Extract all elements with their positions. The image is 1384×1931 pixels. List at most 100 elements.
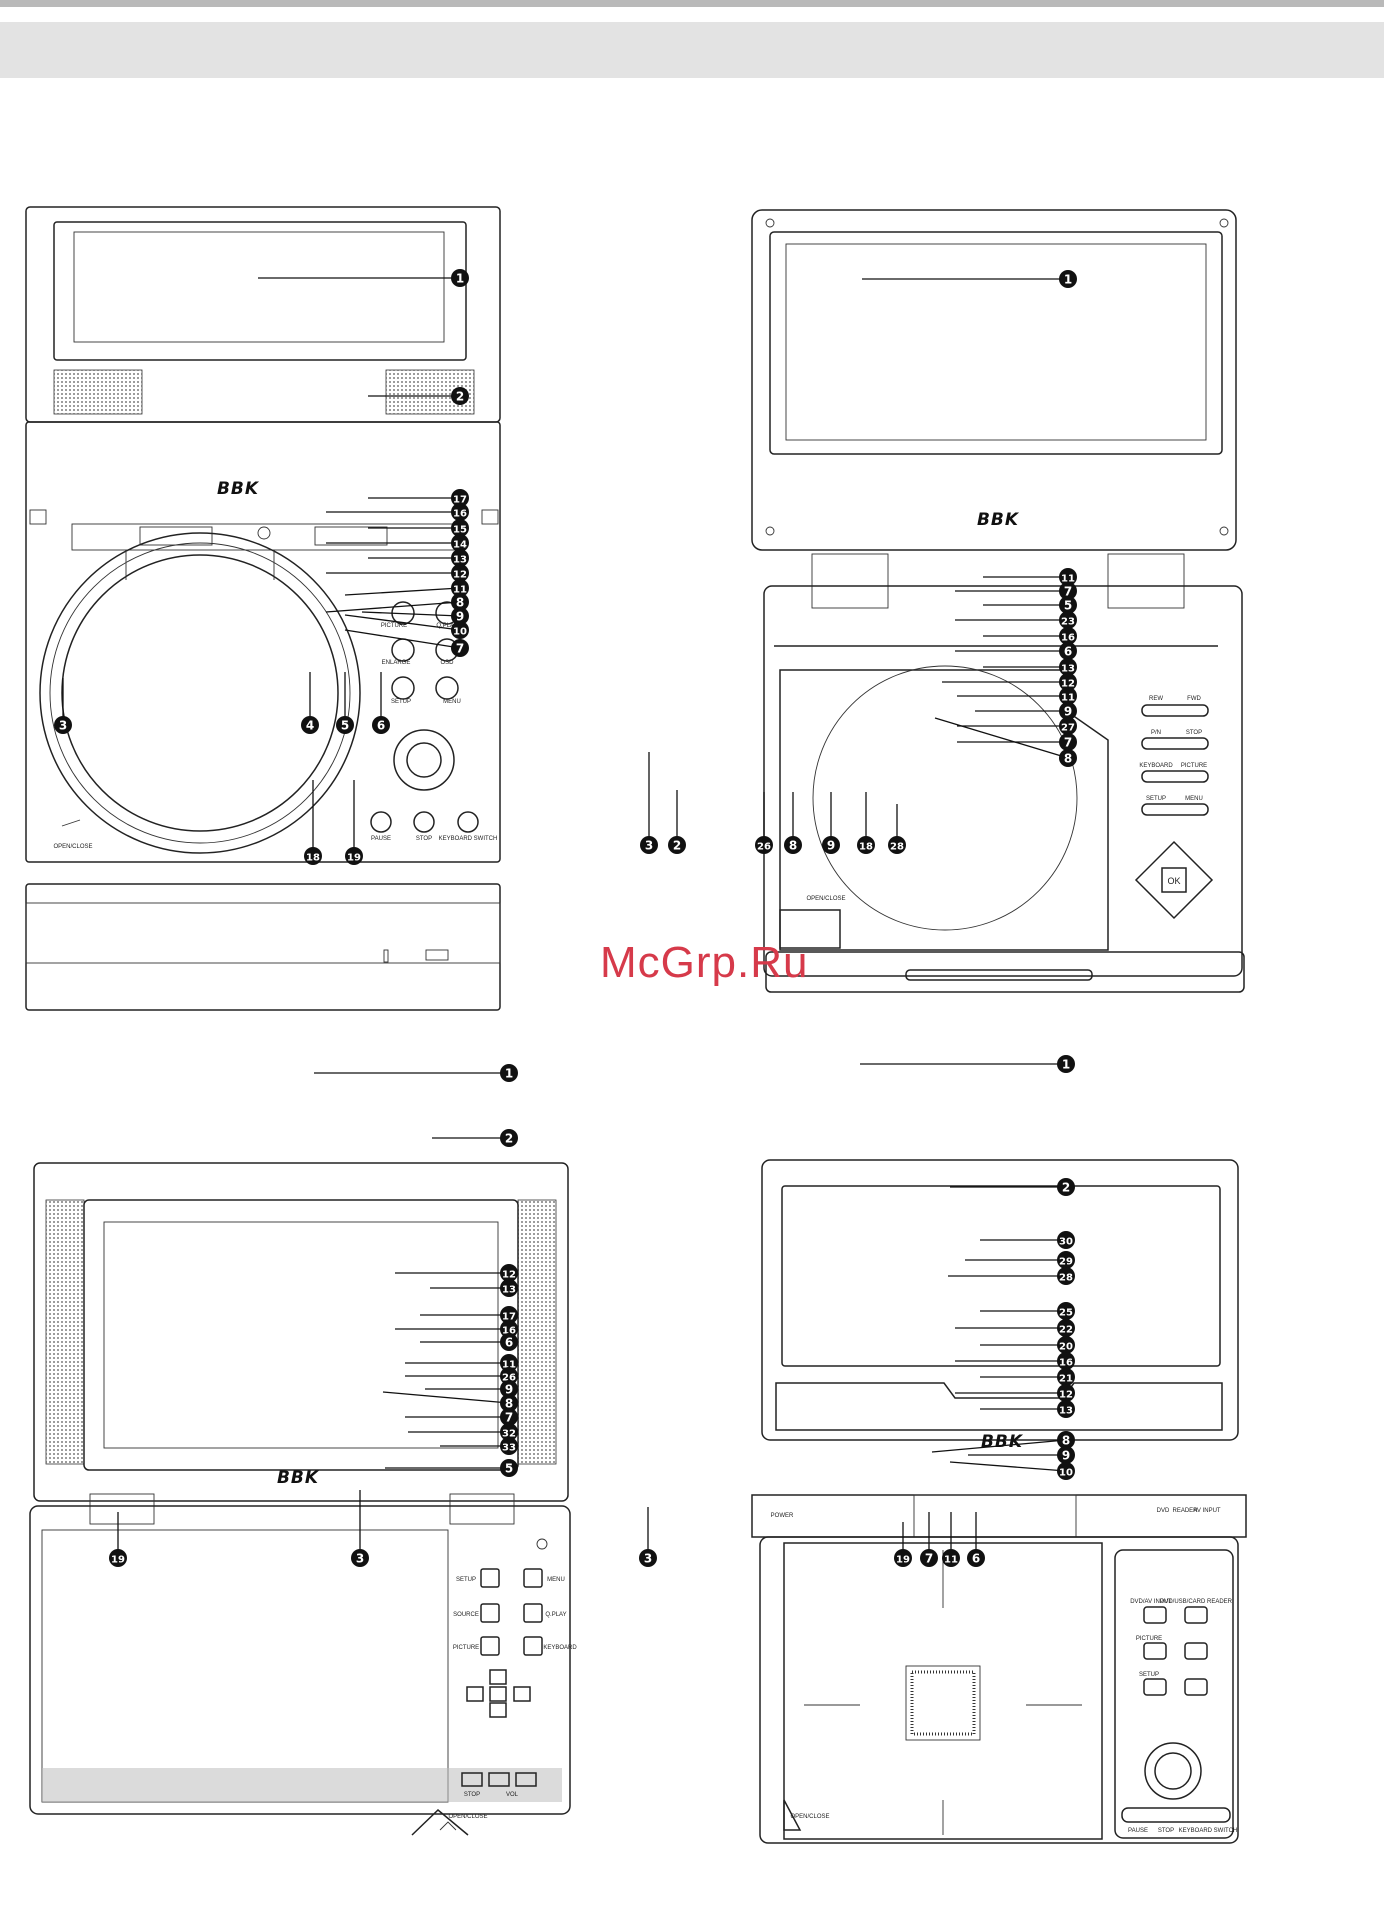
callout-marker [500,1408,518,1426]
callout-marker [640,836,658,854]
callout-marker [500,1437,518,1455]
callout-bottom-right-9: 9 [968,1446,1075,1464]
callout-top-left-11: 11 [344,579,469,597]
callout-top-left-15: 15 [368,519,469,537]
callout-bottom-left-16: 16 [395,1320,518,1338]
callout-marker [1057,1302,1075,1320]
callout-number: 13 [502,1285,516,1296]
callout-number: 9 [456,610,464,624]
label-setup-3: SETUP [456,1577,476,1583]
callout-bottom-right-1: 1 [860,1055,1075,1073]
callout-marker [1059,642,1077,660]
callout-number: 2 [505,1132,513,1146]
callout-marker [1059,658,1077,676]
label-dvd-av-input: DVD/AV INPUT [1130,1599,1172,1605]
callout-bottom-right-2: 2 [950,1178,1075,1196]
callout-number: 7 [1064,585,1072,599]
callout-marker [1057,1462,1075,1480]
callout-number: 8 [505,1397,513,1411]
callout-marker [1057,1368,1075,1386]
callout-marker [451,579,469,597]
callout-number: 26 [757,842,771,853]
brand-logo-3: BBK [277,1468,320,1488]
callout-bottom-left-26: 26 [405,1367,518,1385]
callout-marker [500,1394,518,1412]
callout-top-left-13: 13 [368,549,469,567]
callout-bottom-right-10: 10 [949,1461,1075,1480]
callout-marker [345,847,363,865]
callout-number: 3 [644,1552,652,1566]
callout-bottom-left-9: 9 [425,1380,518,1398]
callout-number: 6 [972,1552,980,1566]
callout-top-right-16: 16 [983,627,1077,645]
callout-marker [1057,1231,1075,1249]
callout-marker [1059,749,1077,767]
callout-number: 11 [944,1555,958,1566]
callout-number: 13 [453,555,467,566]
callout-marker [894,1549,912,1567]
callout-marker [500,1279,518,1297]
top-rule [0,0,1384,7]
callout-number: 29 [1059,1257,1073,1268]
callout-bottom-left-17: 17 [420,1306,518,1324]
callout-bottom-right-3: 3 [639,1507,657,1567]
callout-number: 16 [1059,1358,1073,1369]
callout-marker [1057,1251,1075,1269]
callout-bottom-right-7: 7 [920,1512,938,1567]
callout-bottom-right-8: 8 [931,1431,1075,1453]
callout-top-right-11: 11 [957,687,1077,705]
callout-top-left-18: 18 [304,780,322,865]
callout-top-right-5: 5 [983,596,1077,614]
callout-number: 9 [1064,705,1072,719]
callout-number: 8 [1064,752,1072,766]
label-open-close-4: OPEN/CLOSE [790,1814,829,1820]
callout-top-right-8: 8 [784,792,802,854]
label-picture-4: PICTURE [1136,1636,1162,1642]
callout-marker [1059,717,1077,735]
callout-bottom-left-7: 7 [405,1408,518,1426]
callout-number: 19 [347,853,361,864]
callout-number: 2 [1062,1181,1070,1195]
label-pause: PAUSE [371,836,391,842]
callout-marker [1057,1319,1075,1337]
callout-marker [1057,1400,1075,1418]
callout-marker [500,1333,518,1351]
callout-top-left-14: 14 [326,534,469,552]
callout-marker [755,836,773,854]
callout-top-right-23: 23 [955,611,1077,629]
callout-number: 3 [59,719,67,733]
callout-number: 9 [827,839,835,853]
label-stop-2: STOP [1186,730,1202,736]
callout-top-right-12: 12 [942,673,1077,691]
callout-marker [888,836,906,854]
callout-number: 12 [1059,1390,1073,1401]
label-keyboard-3: KEYBOARD [543,1645,577,1651]
label-open-close-3: OPEN/CLOSE [448,1814,487,1820]
callout-marker [1059,611,1077,629]
label-stop-4: STOP [1158,1828,1174,1834]
callout-number: 1 [456,272,464,286]
callout-top-right-1: 1 [862,270,1077,288]
callout-marker [500,1367,518,1385]
callout-marker [1059,673,1077,691]
label-keyboard-switch: KEYBOARD SWITCH [439,836,498,842]
callout-number: 32 [502,1429,516,1440]
callout-number: 27 [1061,723,1075,734]
callout-number: 13 [1061,664,1075,675]
callout-number: 2 [456,390,464,404]
callout-number: 5 [1064,599,1072,613]
callout-marker [784,836,802,854]
callout-bottom-left-32: 32 [408,1423,518,1441]
callout-number: 9 [1062,1449,1070,1463]
callout-marker [1059,627,1077,645]
callout-number: 10 [1059,1468,1073,1479]
callout-marker [500,1264,518,1282]
label-keyboard: KEYBOARD [1139,763,1173,769]
callout-marker [1057,1384,1075,1402]
label-picture: PICTURE [381,623,407,629]
callout-top-left-19: 19 [345,780,363,865]
label-open-close: OPEN/CLOSE [53,844,92,850]
callout-number: 18 [306,853,320,864]
callout-top-right-27: 27 [957,717,1077,735]
